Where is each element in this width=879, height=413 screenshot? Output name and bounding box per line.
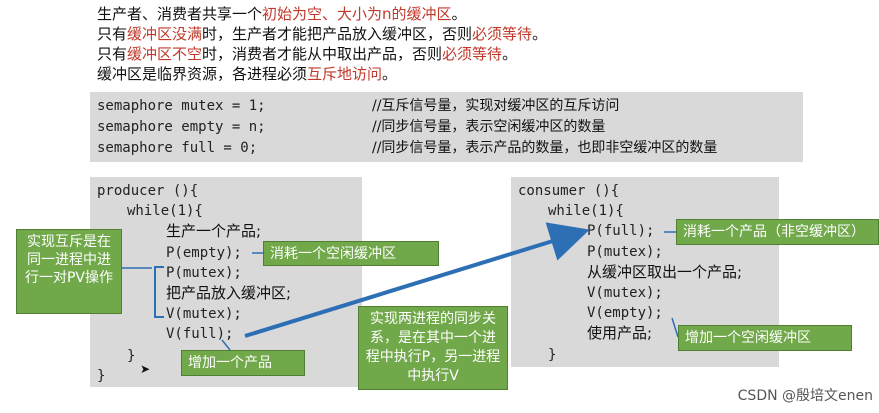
- intro-line-4: 缓冲区是临界资源，各进程必须互斥地访问。: [97, 64, 397, 84]
- producer-header: producer (){: [97, 183, 199, 199]
- consumer-close: }: [548, 347, 557, 363]
- intro-line-2: 只有缓冲区没满时，生产者才能把产品放入缓冲区，否则必须等待。: [97, 24, 547, 44]
- intro-highlight: 缓冲区不空: [127, 45, 203, 63]
- intro-text: 只有: [97, 25, 128, 43]
- mutex-note-callout: 实现互斥是在同一进程中进行一对PV操作: [16, 229, 122, 314]
- intro-highlight: 缓冲区没满: [127, 25, 203, 43]
- intro-highlight: 必须等待: [442, 45, 503, 63]
- producer-close-inner: }: [127, 348, 136, 364]
- semaphore-full-comment: //同步信号量，表示产品的数量，也即非空缓冲区的数量: [372, 140, 718, 156]
- producer-line-put: 把产品放入缓冲区;: [166, 284, 292, 302]
- connector-add-product: [221, 339, 231, 351]
- semaphore-box: [90, 92, 803, 162]
- semaphore-full-code: semaphore full = 0;: [97, 140, 258, 156]
- intro-text: 。: [532, 25, 548, 43]
- semaphore-empty-comment: //同步信号量，表示空闲缓冲区的数量: [372, 119, 606, 135]
- watermark: CSDN @殷培文enen: [737, 388, 873, 404]
- producer-line-p-empty: P(empty);: [166, 245, 242, 261]
- intro-text: 只有: [97, 45, 128, 63]
- consumer-header: consumer (){: [518, 183, 620, 199]
- consumer-line-use: 使用产品;: [587, 324, 653, 342]
- mutex-bracket: [154, 266, 164, 318]
- semaphore-empty-code: semaphore empty = n;: [97, 119, 266, 135]
- producer-line-v-full: V(full);: [166, 326, 234, 342]
- intro-highlight: 互斥地访问: [307, 65, 383, 83]
- consume-product-callout: 消耗一个产品（非空缓冲区）: [676, 219, 879, 245]
- consumer-line-p-full: P(full);: [587, 223, 655, 239]
- add-product-callout: 增加一个产品: [181, 350, 305, 376]
- intro-text: 时，消费者才能从中取出产品，否则: [202, 45, 443, 63]
- cursor-icon: ➤: [140, 362, 151, 376]
- consumer-line-take: 从缓冲区取出一个产品;: [587, 263, 743, 281]
- semaphore-mutex-comment: //互斥信号量，实现对缓冲区的互斥访问: [372, 98, 620, 114]
- intro-text: 生产者、消费者共享一个: [97, 5, 263, 23]
- sync-note-callout: 实现两进程的同步关系，是在其中一个进程中执行P，另一进程中执行V: [358, 306, 508, 390]
- producer-loop: while(1){: [127, 203, 203, 219]
- intro-text: 缓冲区是临界资源，各进程必须: [97, 65, 308, 83]
- producer-line-produce: 生产一个产品;: [166, 222, 262, 240]
- intro-text: 时，生产者才能把产品放入缓冲区，否则: [202, 25, 473, 43]
- consume-empty-callout: 消耗一个空闲缓冲区: [263, 241, 439, 266]
- semaphore-mutex-code: semaphore mutex = 1;: [97, 98, 266, 114]
- intro-line-3: 只有缓冲区不空时，消费者才能从中取出产品，否则必须等待。: [97, 44, 517, 64]
- intro-highlight: 初始为空、大小为n的缓冲区: [262, 5, 452, 23]
- connector-add-empty: [671, 317, 679, 338]
- consumer-line-v-mutex: V(mutex);: [587, 285, 663, 301]
- consumer-loop: while(1){: [548, 203, 624, 219]
- intro-highlight: 必须等待: [472, 25, 533, 43]
- producer-line-v-mutex: V(mutex);: [166, 306, 242, 322]
- intro-text: 。: [502, 45, 518, 63]
- intro-line-1: 生产者、消费者共享一个初始为空、大小为n的缓冲区。: [97, 4, 467, 24]
- intro-text: 。: [382, 65, 398, 83]
- producer-close-outer: }: [97, 368, 106, 384]
- sync-arrow: [244, 222, 590, 338]
- intro-text: 。: [451, 5, 467, 23]
- add-empty-callout: 增加一个空闲缓冲区: [678, 325, 852, 351]
- consumer-line-v-empty: V(empty);: [587, 305, 663, 321]
- consumer-line-p-mutex: P(mutex);: [587, 244, 663, 260]
- producer-line-p-mutex: P(mutex);: [166, 265, 242, 281]
